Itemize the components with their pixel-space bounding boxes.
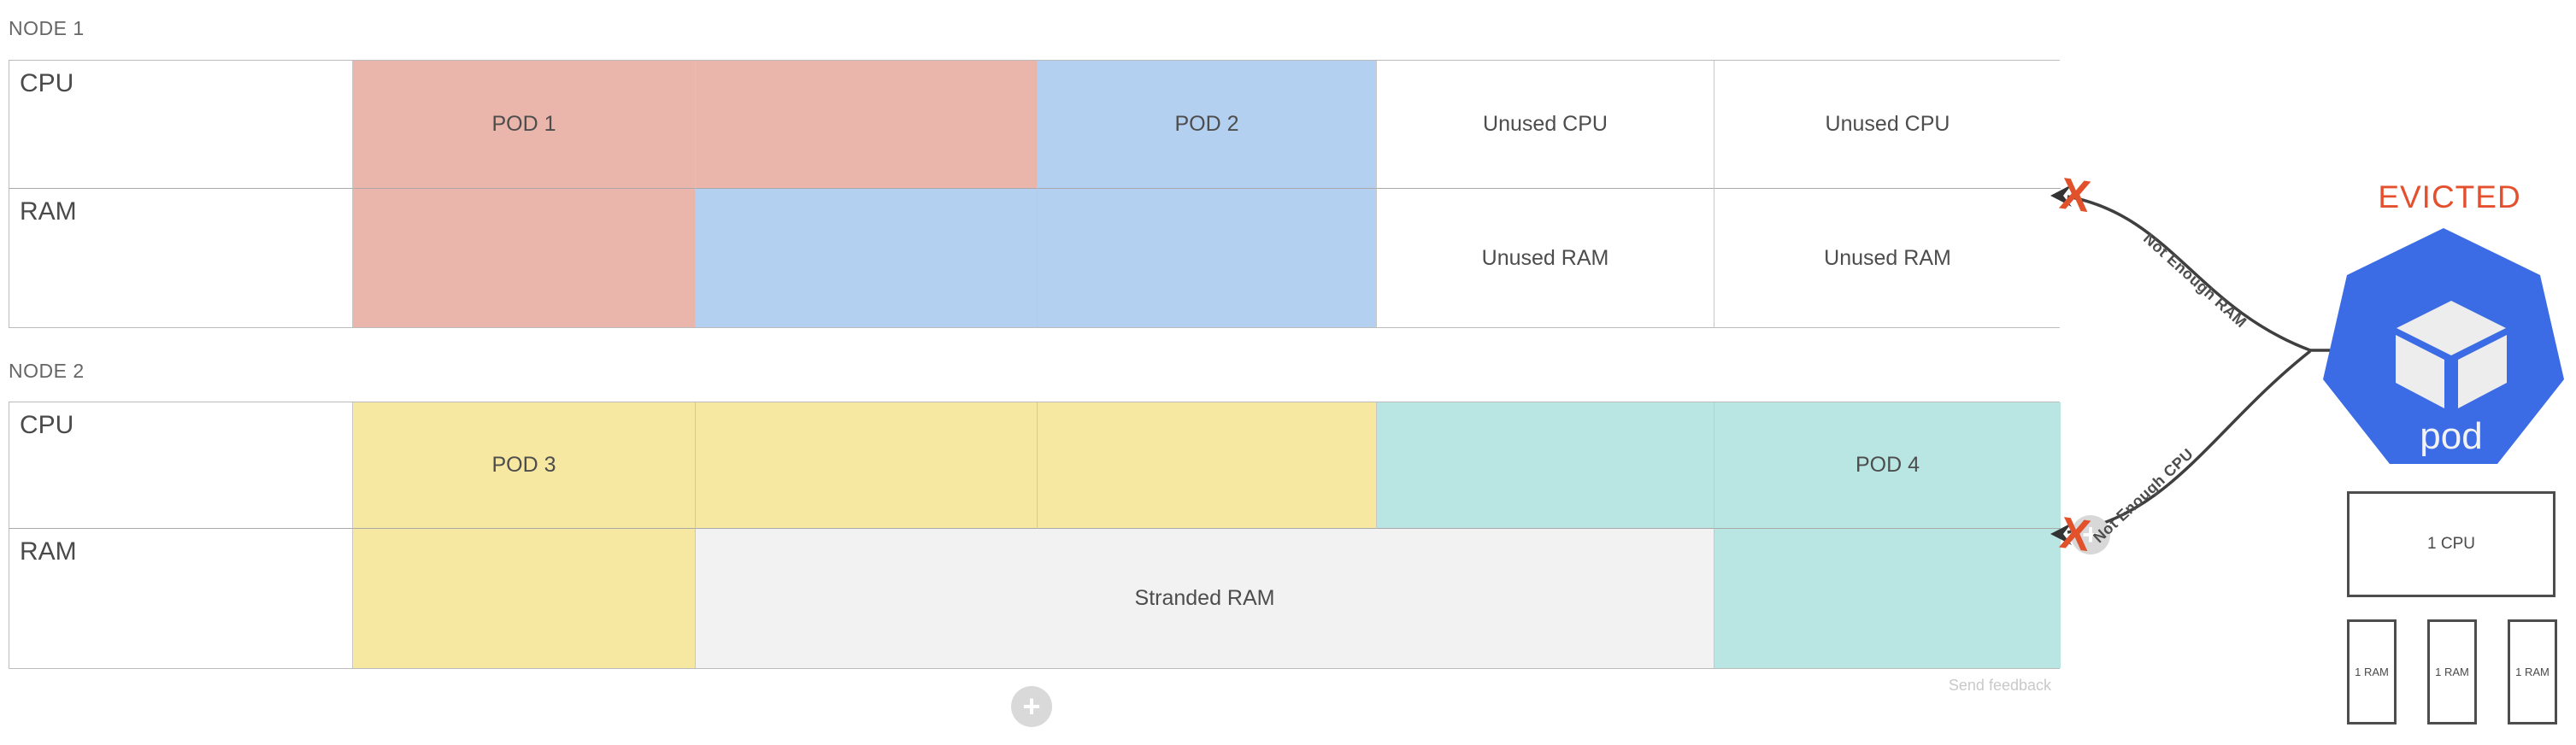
send-feedback-link[interactable]: Send feedback [1948, 677, 2051, 694]
cell-pod3-cpu3 [1038, 402, 1377, 529]
cell-pod1-ram [353, 189, 696, 327]
ram-requirement-box-3: 1 RAM [2508, 619, 2557, 724]
node1-ram-row-header: RAM [9, 189, 353, 327]
cube-icon-top [2397, 301, 2506, 355]
eviction-x-node2: X [2056, 507, 2094, 562]
cell-unused-ram-2: Unused RAM [1714, 189, 2061, 327]
plus-icon: + [1022, 689, 1041, 724]
node1-cpu-row-header: CPU [9, 61, 353, 189]
cell-pod3-cpu2 [696, 402, 1038, 529]
eviction-x-node1: X [2056, 168, 2094, 223]
cell-pod2: POD 2 [1038, 61, 1377, 189]
node1-table: CPU POD 1 POD 2 Unused CPU Unused CPU RA… [9, 60, 2061, 328]
ram-requirement-box-1: 1 RAM [2347, 619, 2397, 724]
cell-pod3-ram [353, 529, 696, 668]
pod-logo-label: pod [2420, 415, 2483, 457]
evicted-title: EVICTED [2378, 179, 2521, 214]
add-button[interactable]: + [1011, 686, 1052, 727]
cube-icon-left [2396, 335, 2444, 408]
ram-requirement-box-2: 1 RAM [2427, 619, 2477, 724]
cell-pod2-ram1 [696, 189, 1038, 327]
cell-pod3: POD 3 [353, 402, 696, 529]
node2-ram-row-header: RAM [9, 529, 353, 668]
node1-label: NODE 1 [9, 17, 85, 39]
cell-pod1: POD 1 [353, 61, 696, 189]
cell-pod4-ram [1714, 529, 2061, 668]
node2-cpu-row-header: CPU [9, 402, 353, 529]
cell-stranded-ram: Stranded RAM [696, 529, 1714, 668]
cpu-requirement-box: 1 CPU [2347, 491, 2555, 597]
cell-pod2-ram2 [1038, 189, 1377, 327]
cell-unused-cpu-2: Unused CPU [1714, 61, 2061, 189]
cell-pod4: POD 4 [1714, 402, 2061, 529]
node2-label: NODE 2 [9, 360, 85, 382]
cell-unused-cpu-1: Unused CPU [1377, 61, 1714, 189]
cell-pod4-cpu1 [1377, 402, 1714, 529]
cell-unused-ram-1: Unused RAM [1377, 189, 1714, 327]
node2-table: CPU POD 3 POD 4 RAM Stranded RAM [9, 402, 2061, 669]
cube-icon-right [2458, 335, 2507, 408]
cell-pod1-cpu2 [696, 61, 1038, 189]
not-enough-ram-label: Not Enough RAM [2140, 229, 2250, 331]
